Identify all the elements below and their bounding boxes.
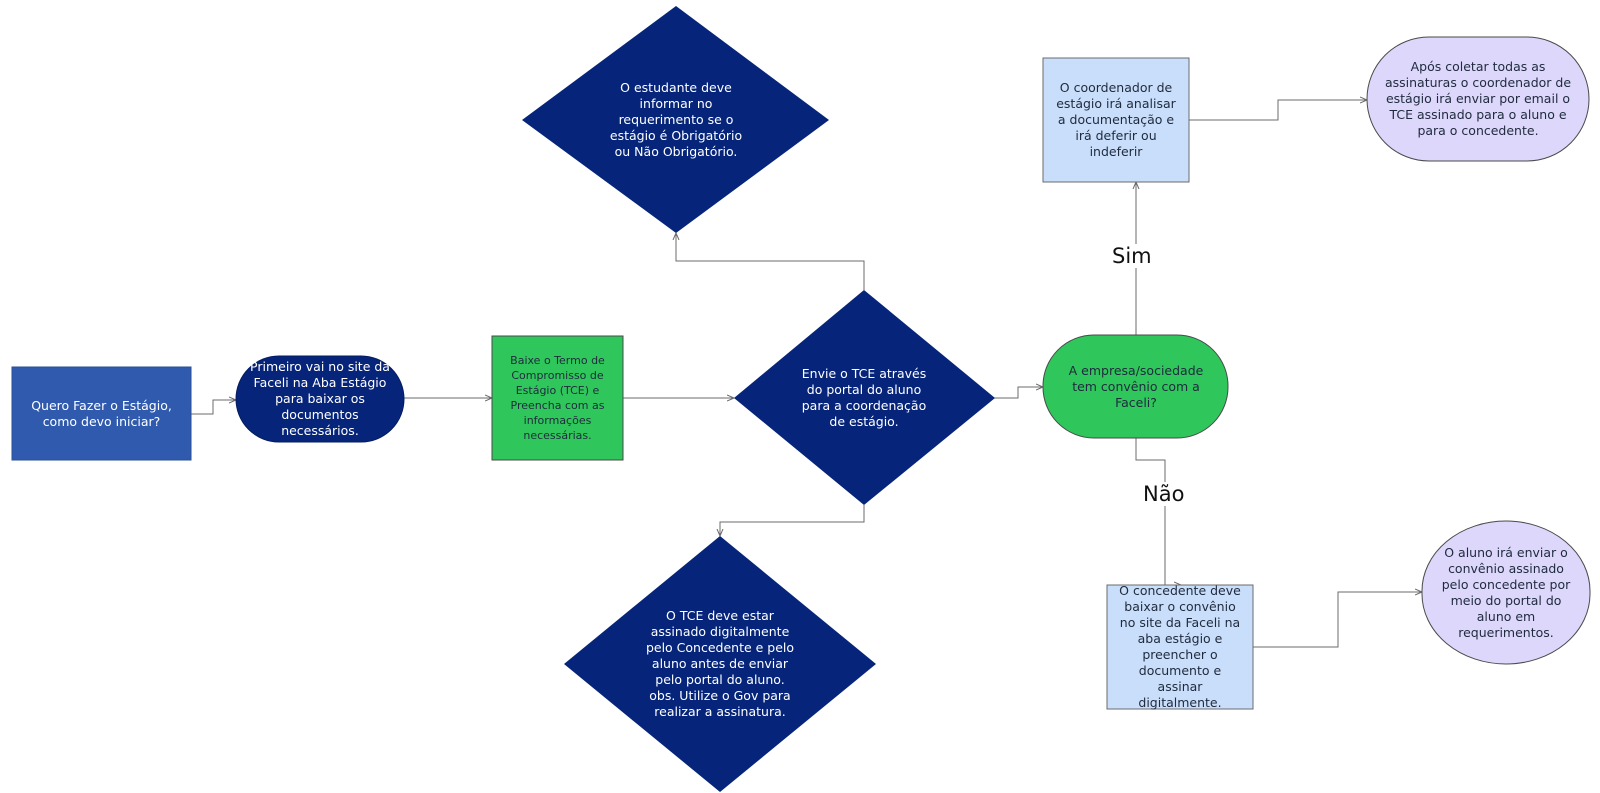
connector-send-to-signed [720,505,865,536]
start-box [11,366,192,461]
student-send-terminal [1421,520,1591,665]
mandatory-info-diamond [522,6,829,233]
grantor-download-box [1106,584,1254,710]
grantor-download-label: O concedente deve baixar o convênio no s… [1119,583,1241,710]
site-terminal-label: Primeiro vai no site da Faceli na Aba Es… [250,359,390,438]
start-box-label: Quero Fazer o Estágio, como devo iniciar… [31,397,172,429]
connector-send-to-mandatory [676,233,865,290]
send-tce-diamond [734,290,995,505]
agreement-question-label: A empresa/sociedade tem convênio com a F… [1068,362,1204,410]
connector-send-to-question [993,387,1043,399]
coordinator-review-label: O coordenador de estágio irá analisar a … [1056,80,1176,159]
site-terminal [235,355,405,443]
after-signatures-label: Após coletar todas as assinaturas o coor… [1384,59,1572,138]
download-tce-box [491,335,624,461]
signed-tce-label: O TCE deve estar assinado digitalmente p… [645,608,795,719]
send-tce-label: Envie o TCE através do portal do aluno p… [801,366,927,429]
edge-label-no: Não [1141,482,1187,506]
connectors [191,100,1422,648]
signed-tce-diamond [564,536,876,792]
connector-start-to-site [191,400,236,415]
after-signatures-terminal [1366,36,1590,162]
connector-grantor-to-student [1252,592,1422,648]
mandatory-info-label: O estudante deve informar no requeriment… [609,80,743,159]
edge-label-yes: Sim [1110,244,1154,268]
coordinator-review-box [1042,57,1190,183]
student-send-label: O aluno irá enviar o convênio assinado p… [1441,544,1571,640]
download-tce-label: Baixe o Termo de Compromisso de Estágio … [510,354,605,442]
connector-question-to-grantor [1135,438,1181,585]
connector-review-to-after [1189,100,1367,121]
agreement-question-terminal [1042,334,1229,439]
